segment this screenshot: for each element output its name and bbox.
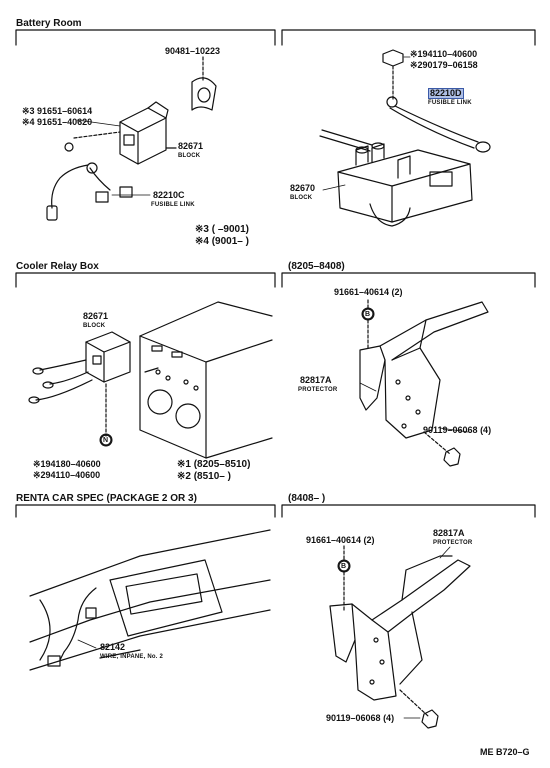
nut-194180 (100, 383, 112, 446)
section-title-cooler-relay-box: Cooler Relay Box (16, 261, 99, 272)
badge-n: N (103, 437, 109, 444)
bolt-91651 (64, 131, 121, 152)
part-194180-40600[interactable]: ※194180–40600 (33, 459, 101, 469)
badge-b-a: B (365, 311, 371, 318)
part-91651-60614[interactable]: ※3 91651–60614 (22, 106, 93, 116)
caption-protector-b: PROTECTOR (433, 540, 473, 546)
badge-b-b: B (341, 563, 347, 570)
part-82817a-a[interactable]: 82817A (300, 375, 332, 385)
caption-block-b: BLOCK (83, 323, 106, 329)
caption-fusible-link-c: FUSIBLE LINK (151, 202, 195, 208)
section-title-battery-room: Battery Room (16, 18, 82, 29)
part-290179-06158[interactable]: ※290179–06158 (410, 60, 478, 70)
instrument-panel (29, 529, 271, 671)
diagram-reference-code: ME B720–G (480, 747, 530, 757)
part-294110-40600[interactable]: ※294110–40600 (33, 470, 101, 480)
legend-note-2: ※2 (8510– ) (177, 471, 231, 482)
caption-block-c: BLOCK (290, 195, 313, 201)
part-91661-40614-b[interactable]: 91661–40614 (2) (306, 535, 375, 545)
legend-note-3: ※3 ( –9001) (195, 224, 249, 235)
section-title-8408: (8408– ) (288, 493, 326, 504)
block-82670 (337, 142, 473, 227)
legend-note-4: ※4 (9001– ) (195, 236, 249, 247)
part-82671-b[interactable]: 82671 (83, 311, 109, 321)
part-82210d-highlighted[interactable]: 82210D (428, 88, 464, 99)
part-91661-40614-a[interactable]: 91661–40614 (2) (334, 287, 403, 297)
caption-wire-inpane: WIRE, INPANE, No. 2 (100, 654, 164, 660)
section-frames (15, 29, 536, 518)
body-panel (139, 301, 273, 459)
fusible-link-82210d (386, 96, 491, 153)
section-title-renta-car: RENTA CAR SPEC (PACKAGE 2 OR 3) (16, 493, 197, 504)
part-90481-10223[interactable]: 90481–10223 (165, 46, 221, 56)
part-194110-40600-a[interactable]: ※194110–40600 (410, 49, 478, 59)
part-82670[interactable]: 82670 (290, 183, 316, 193)
block-82671-a (119, 101, 177, 165)
part-82210c[interactable]: 82210C (153, 190, 185, 200)
leader-lines (76, 56, 469, 719)
protector-82817a-a (359, 299, 489, 467)
part-82142[interactable]: 82142 (100, 642, 126, 652)
wire-82142 (47, 587, 141, 667)
legend-note-1: ※1 (8205–8510) (177, 459, 251, 470)
part-82671-a[interactable]: 82671 (178, 141, 204, 151)
caption-protector-a: PROTECTOR (298, 387, 338, 393)
fusible-link-82210c (46, 162, 133, 221)
fuse-clip-90481 (191, 56, 217, 111)
caption-block-a: BLOCK (178, 153, 201, 159)
block-82671-b (85, 331, 131, 383)
part-90119-06068-a[interactable]: 90119–06068 (4) (423, 425, 492, 435)
relay-wires (28, 359, 93, 404)
part-82817a-b[interactable]: 82817A (433, 528, 465, 538)
caption-fusible-link-d: FUSIBLE LINK (428, 100, 472, 106)
part-90119-06068-b[interactable]: 90119–06068 (4) (326, 713, 395, 723)
protector-82817a-b (329, 545, 471, 729)
part-91651-40620[interactable]: ※4 91651–40620 (22, 117, 93, 127)
section-title-8205-8408: (8205–8408) (288, 261, 345, 272)
nut-194110 (382, 49, 404, 101)
